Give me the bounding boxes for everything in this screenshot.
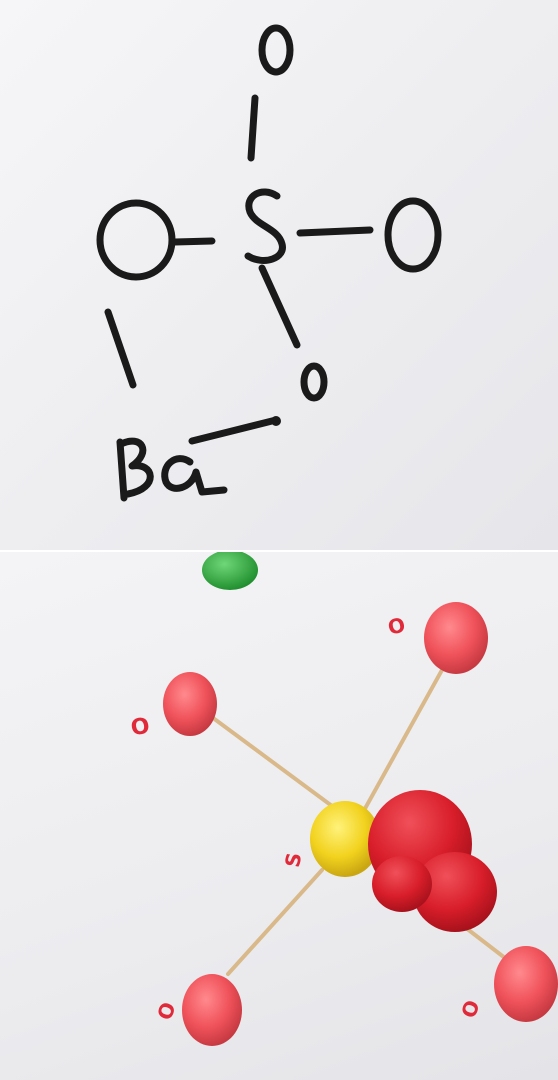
handwritten-structure-photo xyxy=(0,0,558,552)
stick-s-o-upper-left xyxy=(205,712,332,806)
atom-ba-a xyxy=(165,459,224,492)
clay-atom-o-upper-right xyxy=(424,602,488,674)
green-clay-scrap xyxy=(202,552,258,590)
clay-atom-o-lower-left xyxy=(182,974,242,1046)
clay-atom-ba xyxy=(368,790,497,932)
atom-o-top xyxy=(262,28,290,72)
atom-o-right xyxy=(388,201,438,269)
clay-atom-o-lower-right xyxy=(494,946,558,1022)
bond-o-ba-left xyxy=(108,312,133,385)
atom-o-bottom xyxy=(304,366,324,398)
bond-dot xyxy=(271,416,281,426)
atom-ba-b xyxy=(120,441,150,498)
stick-s-o-lower-left xyxy=(228,870,322,974)
handwritten-structure-drawing xyxy=(0,0,558,552)
bond-s-o-left xyxy=(175,241,212,242)
bond-s-o-top xyxy=(251,98,255,158)
clay-model-photo: O O S O O xyxy=(0,552,558,1080)
clay-atom-o-upper-left xyxy=(163,672,217,736)
bond-o-ba-bottom xyxy=(192,420,276,441)
bond-s-o-bottom xyxy=(262,268,297,345)
atom-o-left xyxy=(100,203,172,277)
atom-s xyxy=(248,192,282,260)
bond-s-o-right xyxy=(300,230,370,233)
